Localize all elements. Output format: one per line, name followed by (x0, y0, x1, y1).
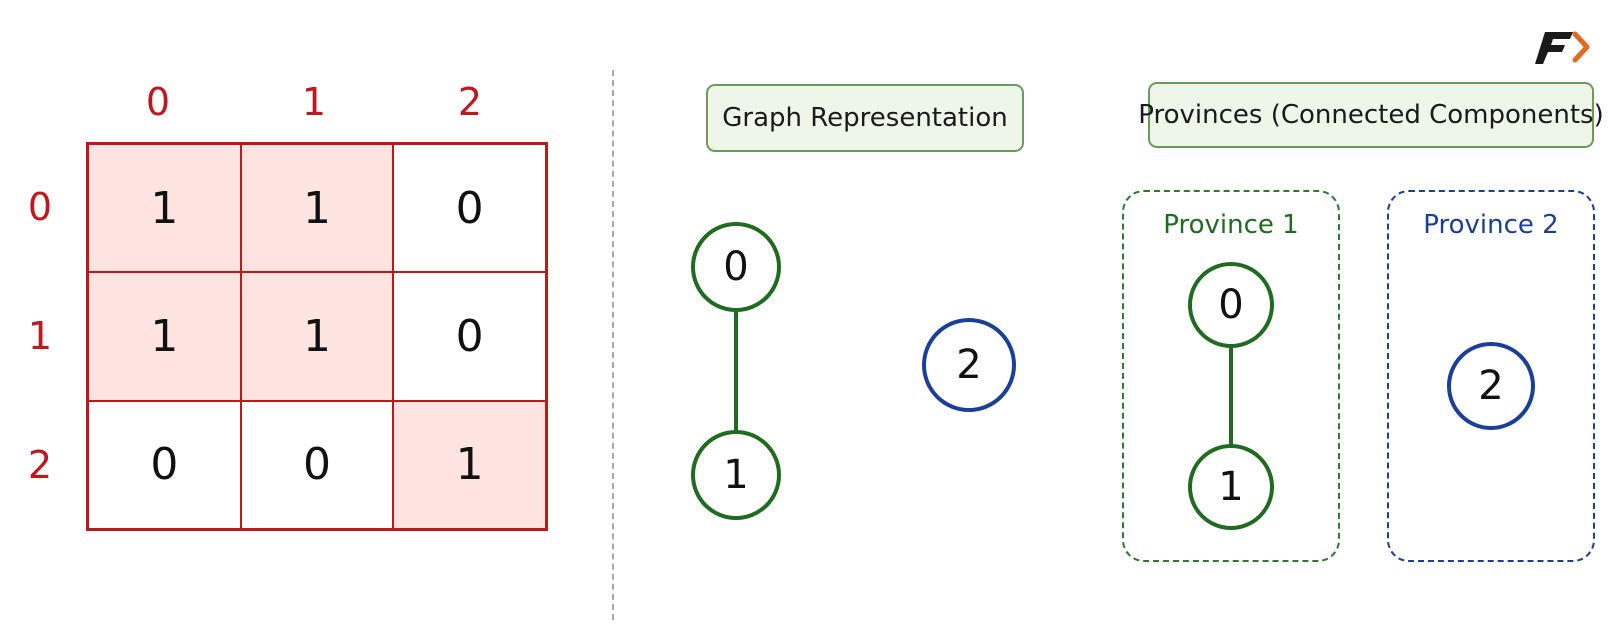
province-1-title: Province 1 (1163, 210, 1299, 240)
graph-node-2: 2 (922, 318, 1016, 412)
matrix-cell-1-1: 1 (240, 272, 394, 401)
matrix-col-label-2: 2 (457, 80, 483, 124)
matrix-cell-0-1: 1 (240, 144, 394, 273)
province-1-node-1: 1 (1188, 444, 1274, 530)
matrix-cell-0-2: 0 (393, 144, 546, 273)
matrix-col-label-0: 0 (145, 80, 171, 124)
matrix-cell-1-2: 0 (393, 272, 546, 401)
graph-title: Graph Representation (706, 84, 1024, 152)
graph-edge-0-1 (734, 312, 738, 432)
province-1-box: Province 1 (1122, 190, 1340, 562)
graph-node-1: 1 (691, 430, 781, 520)
matrix-row-label-0: 0 (27, 185, 53, 229)
provinces-title: Provinces (Connected Components) (1138, 82, 1604, 148)
matrix-row-label-2: 2 (27, 443, 53, 487)
adjacency-matrix: 1 1 0 1 1 0 0 0 1 (86, 142, 548, 531)
province-2-box: Province 2 (1387, 190, 1595, 562)
matrix-cell-0-0: 1 (88, 144, 241, 273)
matrix-row-label-1: 1 (27, 314, 53, 358)
section-divider (612, 70, 614, 620)
matrix-cell-2-0: 0 (88, 400, 241, 529)
province-1-edge (1229, 346, 1233, 446)
matrix-cell-2-1: 0 (240, 400, 394, 529)
province-1-node-0: 0 (1188, 262, 1274, 348)
matrix-cell-2-2: 1 (393, 400, 546, 529)
f-arrow-logo-icon (1535, 28, 1591, 68)
graph-node-0: 0 (691, 222, 781, 312)
matrix-cell-1-0: 1 (88, 272, 241, 401)
province-2-title: Province 2 (1423, 210, 1559, 240)
matrix-col-label-1: 1 (301, 80, 327, 124)
province-2-node-2: 2 (1447, 342, 1535, 430)
